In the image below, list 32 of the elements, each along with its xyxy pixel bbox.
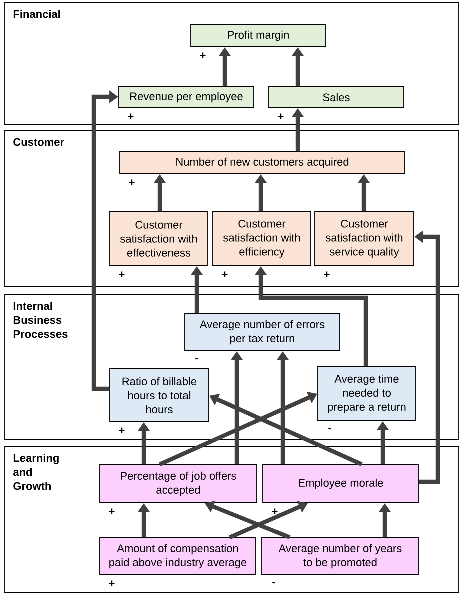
measure-box: Profit margin	[190, 24, 326, 48]
measure-box: Employee morale	[262, 464, 420, 504]
polarity-sign: -	[272, 582, 276, 584]
polarity-sign: -	[328, 428, 332, 430]
measure-box: Average time needed to prepare a return	[318, 366, 416, 422]
polarity-sign: +	[222, 272, 228, 278]
polarity-sign: +	[129, 180, 135, 186]
measure-box: Amount of compensation paid above industry average	[100, 538, 256, 576]
measure-box: Average number of errors per tax return	[184, 314, 340, 352]
polarity-sign: -	[196, 358, 198, 360]
panel-heading: Internal Business Processes	[14, 302, 68, 338]
panel-heading: Customer	[14, 138, 64, 146]
measure-box: Customer satisfaction with service quality	[314, 212, 414, 266]
measure-box: Sales	[268, 86, 404, 108]
measure-box: Customer satisfaction with effectiveness	[110, 212, 208, 266]
polarity-sign: +	[109, 508, 115, 514]
polarity-sign: +	[200, 52, 206, 58]
polarity-sign: +	[119, 428, 125, 434]
measure-box: Ratio of billable hours to total hours	[110, 368, 210, 422]
polarity-sign: +	[128, 114, 134, 120]
measure-box: Revenue per employee	[118, 86, 254, 108]
panel-heading: Financial	[14, 10, 60, 18]
polarity-sign: +	[272, 508, 278, 514]
polarity-sign: +	[324, 272, 330, 278]
measure-box: Number of new customers acquired	[120, 152, 406, 174]
measure-box: Customer satisfaction with efficiency	[212, 212, 312, 266]
polarity-sign: +	[278, 114, 284, 120]
panel-heading: Learning and Growth	[14, 454, 59, 490]
polarity-sign: +	[119, 272, 125, 278]
polarity-sign: +	[109, 580, 115, 586]
measure-box: Percentage of job offers accepted	[100, 464, 258, 504]
measure-box: Average number of years to be promoted	[262, 538, 420, 576]
